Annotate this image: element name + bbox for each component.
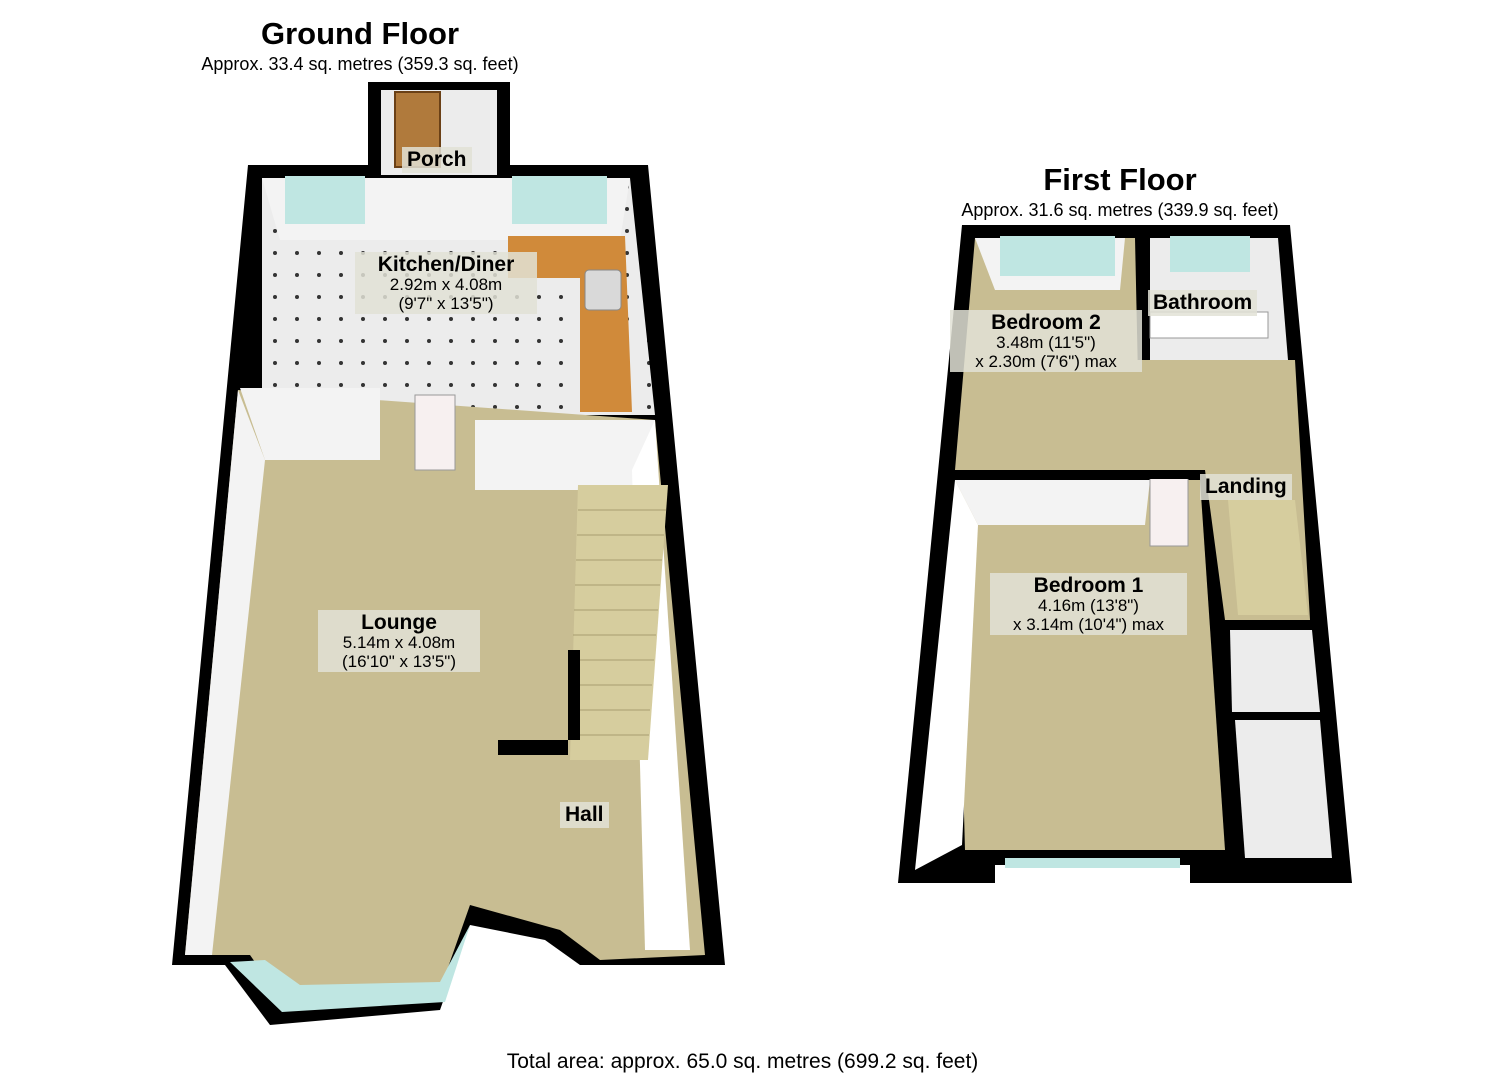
kitchen-door <box>414 394 456 471</box>
bedroom-1-left-wall <box>915 480 978 870</box>
bedroom-1-dim-1: 4.16m (13'8") <box>1038 596 1139 616</box>
lounge-dim-imperial: (16'10" x 13'5") <box>341 651 456 671</box>
kitchen-dim-metric: 2.92m x 4.08m <box>389 275 503 295</box>
bedroom-2-window <box>1000 236 1115 276</box>
kitchen-window-left <box>285 176 365 224</box>
kitchen-label: Kitchen/Diner 2.92m x 4.08m (9'7" x 13'5… <box>355 252 537 315</box>
lounge-back-wall <box>240 388 380 460</box>
hall-label: Hall <box>560 802 609 828</box>
bedroom-2-label: Bedroom 2 3.48m (11'5") x 2.30m (7'6") m… <box>950 310 1142 373</box>
bedroom-2-dim-2: x 2.30m (7'6") max <box>975 351 1117 371</box>
hall-partition <box>498 650 580 755</box>
bathroom-label: Bathroom <box>1148 290 1258 316</box>
landing-stairs <box>1228 500 1308 615</box>
kitchen-sink <box>584 269 622 311</box>
lounge-name: Lounge <box>361 611 437 634</box>
bedroom-1-back-wall <box>955 480 1150 525</box>
lounge-floor <box>185 390 705 1005</box>
kitchen-dim-imperial: (9'7" x 13'5") <box>398 293 494 313</box>
bedroom-1-window <box>1005 858 1180 868</box>
bedroom-2-name: Bedroom 2 <box>991 311 1101 334</box>
landing-label: Landing <box>1200 474 1292 500</box>
lounge-label: Lounge 5.14m x 4.08m (16'10" x 13'5") <box>318 610 480 673</box>
total-area: Total area: approx. 65.0 sq. metres (699… <box>506 1050 979 1073</box>
first-floor-area: Approx. 31.6 sq. metres (339.9 sq. feet) <box>961 200 1279 220</box>
bedroom-1-floor <box>955 480 1225 850</box>
bedroom-1-name: Bedroom 1 <box>1033 574 1144 597</box>
ground-staircase <box>570 485 668 760</box>
kitchen-name: Kitchen/Diner <box>377 253 515 276</box>
bedroom-2-dim-1: 3.48m (11'5") <box>996 333 1096 353</box>
ground-floor-title: Ground Floor <box>260 16 460 51</box>
first-floor-plan <box>898 225 1352 883</box>
bedroom-1-door <box>1149 477 1189 547</box>
kitchen-window-right <box>512 176 607 224</box>
bathroom-window <box>1170 236 1250 272</box>
cupboard-2 <box>1235 720 1332 858</box>
kitchen-lounge-partition <box>475 420 655 490</box>
bedroom-1-dim-2: x 3.14m (10'4") max <box>1013 614 1164 634</box>
porch-label: Porch <box>402 147 472 173</box>
ground-floor-area: Approx. 33.4 sq. metres (359.3 sq. feet) <box>201 54 519 74</box>
bedroom-1-label: Bedroom 1 4.16m (13'8") x 3.14m (10'4") … <box>990 573 1187 636</box>
first-floor-title: First Floor <box>1043 162 1197 197</box>
bay-window <box>230 925 470 1012</box>
ground-floor-plan <box>172 82 725 1025</box>
lounge-dim-metric: 5.14m x 4.08m <box>342 633 456 653</box>
lounge-left-wall <box>185 390 265 955</box>
cupboard-1 <box>1230 630 1320 712</box>
